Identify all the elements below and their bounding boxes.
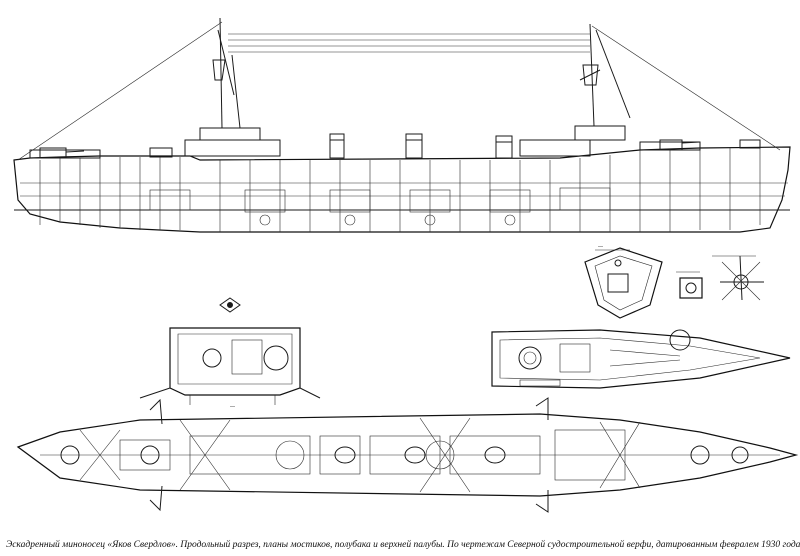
upper-deck-plan: — <box>16 397 799 513</box>
compass-platform-detail <box>676 271 703 299</box>
bridge-detail-triangle: — <box>584 244 663 319</box>
hull-profile <box>13 146 791 233</box>
funnels <box>329 133 513 159</box>
crows-nest-detail <box>712 255 764 301</box>
drawing-caption: Эскадренный миноносец «Яков Свердлов». П… <box>6 540 800 550</box>
svg-text:—: — <box>230 404 235 410</box>
rangefinder-small <box>219 297 241 313</box>
profile-section <box>13 17 791 233</box>
bridge-plan <box>139 297 321 405</box>
masts <box>212 17 631 129</box>
antenna-wires <box>17 21 781 161</box>
svg-text:—: — <box>598 244 603 250</box>
forecastle-plan <box>491 329 791 389</box>
